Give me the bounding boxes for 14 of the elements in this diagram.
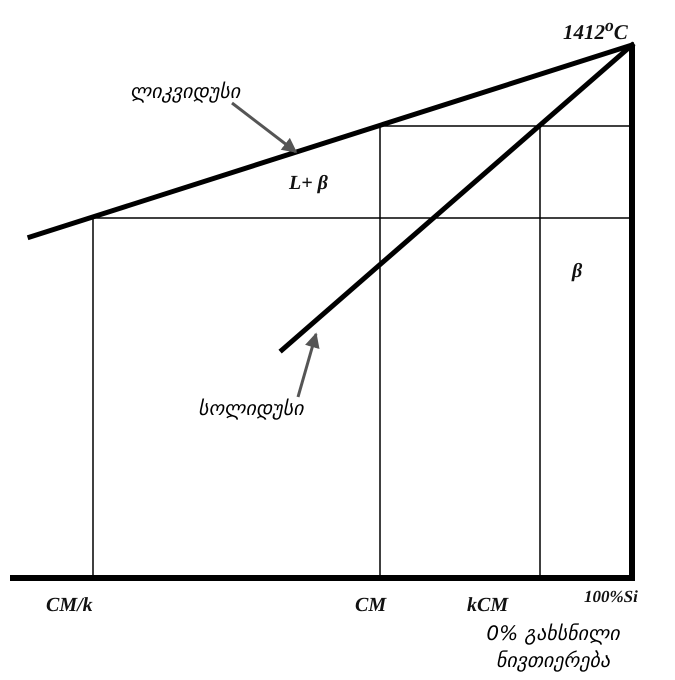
temperature-label: 1412$^{o}$C — [563, 16, 628, 44]
leader-line — [231, 102, 298, 154]
axis-label: kCM — [467, 594, 508, 616]
axis-label: 100%Si — [584, 588, 638, 607]
phase-label: L+ β — [289, 172, 328, 194]
liquidus-line — [28, 42, 634, 240]
curve-label: სოლიდუსი — [198, 397, 304, 419]
phase-label: β — [572, 260, 582, 282]
axis-note: 0% გახსნილი ნივთიერება — [485, 620, 621, 674]
leader-line — [296, 332, 320, 398]
axis-label: CM/k — [46, 594, 93, 616]
axis-label: CM — [355, 594, 386, 616]
solidus-line — [280, 42, 634, 352]
curve-label: ლიკვიდუსი — [130, 80, 240, 102]
